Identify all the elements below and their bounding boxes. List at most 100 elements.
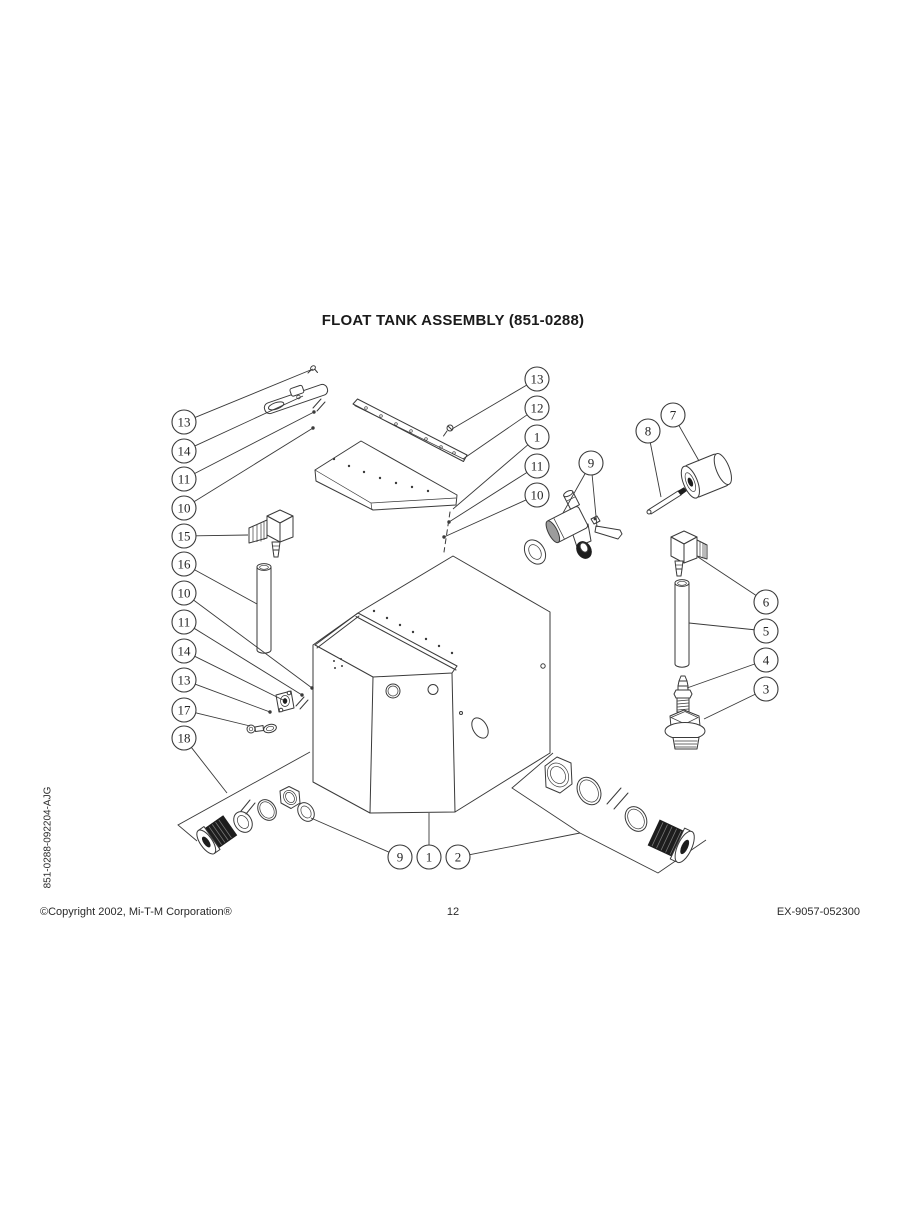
callout-number: 1 — [534, 429, 541, 444]
callout-1: 1 — [452, 424, 550, 510]
page-title: FLOAT TANK ASSEMBLY (851-0288) — [321, 312, 585, 329]
float-rod — [646, 487, 687, 515]
leader-line — [194, 368, 314, 418]
tank-fitting — [664, 709, 706, 750]
callout-number: 17 — [178, 702, 192, 717]
callout-circle — [660, 402, 686, 428]
callout-4: 4 — [686, 647, 779, 689]
leader-line — [194, 569, 258, 605]
standpipe-left — [256, 563, 272, 654]
leader-line — [678, 425, 700, 462]
leader-line — [191, 747, 228, 794]
callout-number: 11 — [178, 614, 191, 629]
bulkhead-parts-right — [544, 756, 695, 864]
callout-number: 11 — [531, 458, 544, 473]
float — [680, 453, 732, 499]
callout-circle — [578, 450, 604, 476]
callout-number: 14 — [178, 443, 192, 458]
leader-line — [649, 442, 662, 498]
copyright-text: ©Copyright 2002, Mi-T-M Corporation® — [40, 906, 232, 918]
callout-9: 9 — [562, 450, 604, 528]
callout-circle — [753, 676, 779, 702]
callout-number: 18 — [178, 730, 191, 745]
callout-number: 8 — [645, 423, 652, 438]
document-code: EX-9057-052300 — [776, 906, 860, 918]
callout-5: 5 — [688, 618, 779, 644]
callout-18: 18 — [171, 725, 228, 794]
leader-line — [697, 556, 757, 596]
callout-9: 9 — [310, 817, 413, 870]
leader-line — [443, 499, 527, 538]
callout-number: 13 — [531, 371, 544, 386]
callout-13: 13 — [171, 667, 272, 714]
callout-7: 7 — [660, 402, 700, 462]
callout-14: 14 — [171, 638, 284, 701]
callout-10: 10 — [171, 580, 314, 690]
screw-small — [307, 365, 318, 374]
callout-number: 4 — [763, 652, 770, 667]
leader-line — [193, 627, 303, 696]
callout-layer: 1314111015161011141317181312111109876543… — [171, 366, 779, 870]
callout-circle — [753, 647, 779, 673]
leader-line — [194, 395, 304, 447]
leader-dot — [442, 535, 446, 539]
leader-line — [469, 832, 581, 856]
leader-line — [462, 414, 528, 460]
callout-number: 5 — [763, 623, 770, 638]
tank-lid — [314, 440, 458, 511]
leader-dot — [312, 410, 316, 414]
leader-line — [451, 384, 527, 430]
callout-3: 3 — [703, 676, 779, 720]
callout-number: 9 — [397, 849, 404, 864]
callout-2: 2 — [445, 832, 581, 870]
callout-number: 14 — [178, 643, 192, 658]
screw-small — [443, 424, 454, 437]
callout-10: 10 — [442, 482, 550, 539]
leader-line — [686, 663, 755, 689]
callout-number: 7 — [670, 407, 677, 422]
callout-number: 6 — [763, 594, 770, 609]
callout-circle — [171, 725, 197, 751]
leader-line — [562, 473, 586, 514]
callout-circle — [171, 523, 197, 549]
leader-dot — [447, 520, 451, 524]
leader-line — [452, 444, 529, 510]
callout-number: 1 — [426, 849, 433, 864]
callout-circle — [171, 580, 197, 606]
leader-line — [688, 622, 755, 631]
alignment-marks-bracket — [295, 696, 309, 710]
elbow-fitting-right — [670, 530, 708, 577]
callout-circle — [753, 589, 779, 615]
callout-12: 12 — [462, 395, 550, 460]
callout-number: 13 — [178, 672, 191, 687]
callout-circle — [171, 495, 197, 521]
callout-number: 11 — [178, 471, 191, 486]
leader-line — [193, 427, 314, 503]
callout-number: 15 — [178, 528, 191, 543]
hinge-strip — [352, 398, 468, 462]
barb-fitting — [673, 675, 693, 713]
callout-13: 13 — [171, 368, 314, 435]
float-valve — [523, 489, 623, 565]
callout-circle — [524, 453, 550, 479]
callout-1: 1 — [416, 813, 442, 870]
leader-line — [195, 683, 271, 713]
leader-line — [193, 599, 313, 689]
callout-number: 10 — [178, 500, 191, 515]
guide-line-left — [177, 751, 311, 842]
bulkhead-parts-left — [196, 786, 315, 855]
callout-circle — [171, 466, 197, 492]
callout-11: 11 — [171, 410, 316, 492]
leader-line — [448, 472, 528, 523]
leader-line — [195, 534, 249, 537]
leader-line — [194, 411, 315, 474]
callout-11: 11 — [171, 609, 304, 697]
callout-number: 16 — [178, 556, 192, 571]
callout-13: 13 — [451, 366, 550, 430]
leader-line — [703, 693, 756, 720]
callout-10: 10 — [171, 426, 315, 521]
callout-number: 12 — [531, 400, 544, 415]
callout-circle — [445, 844, 471, 870]
